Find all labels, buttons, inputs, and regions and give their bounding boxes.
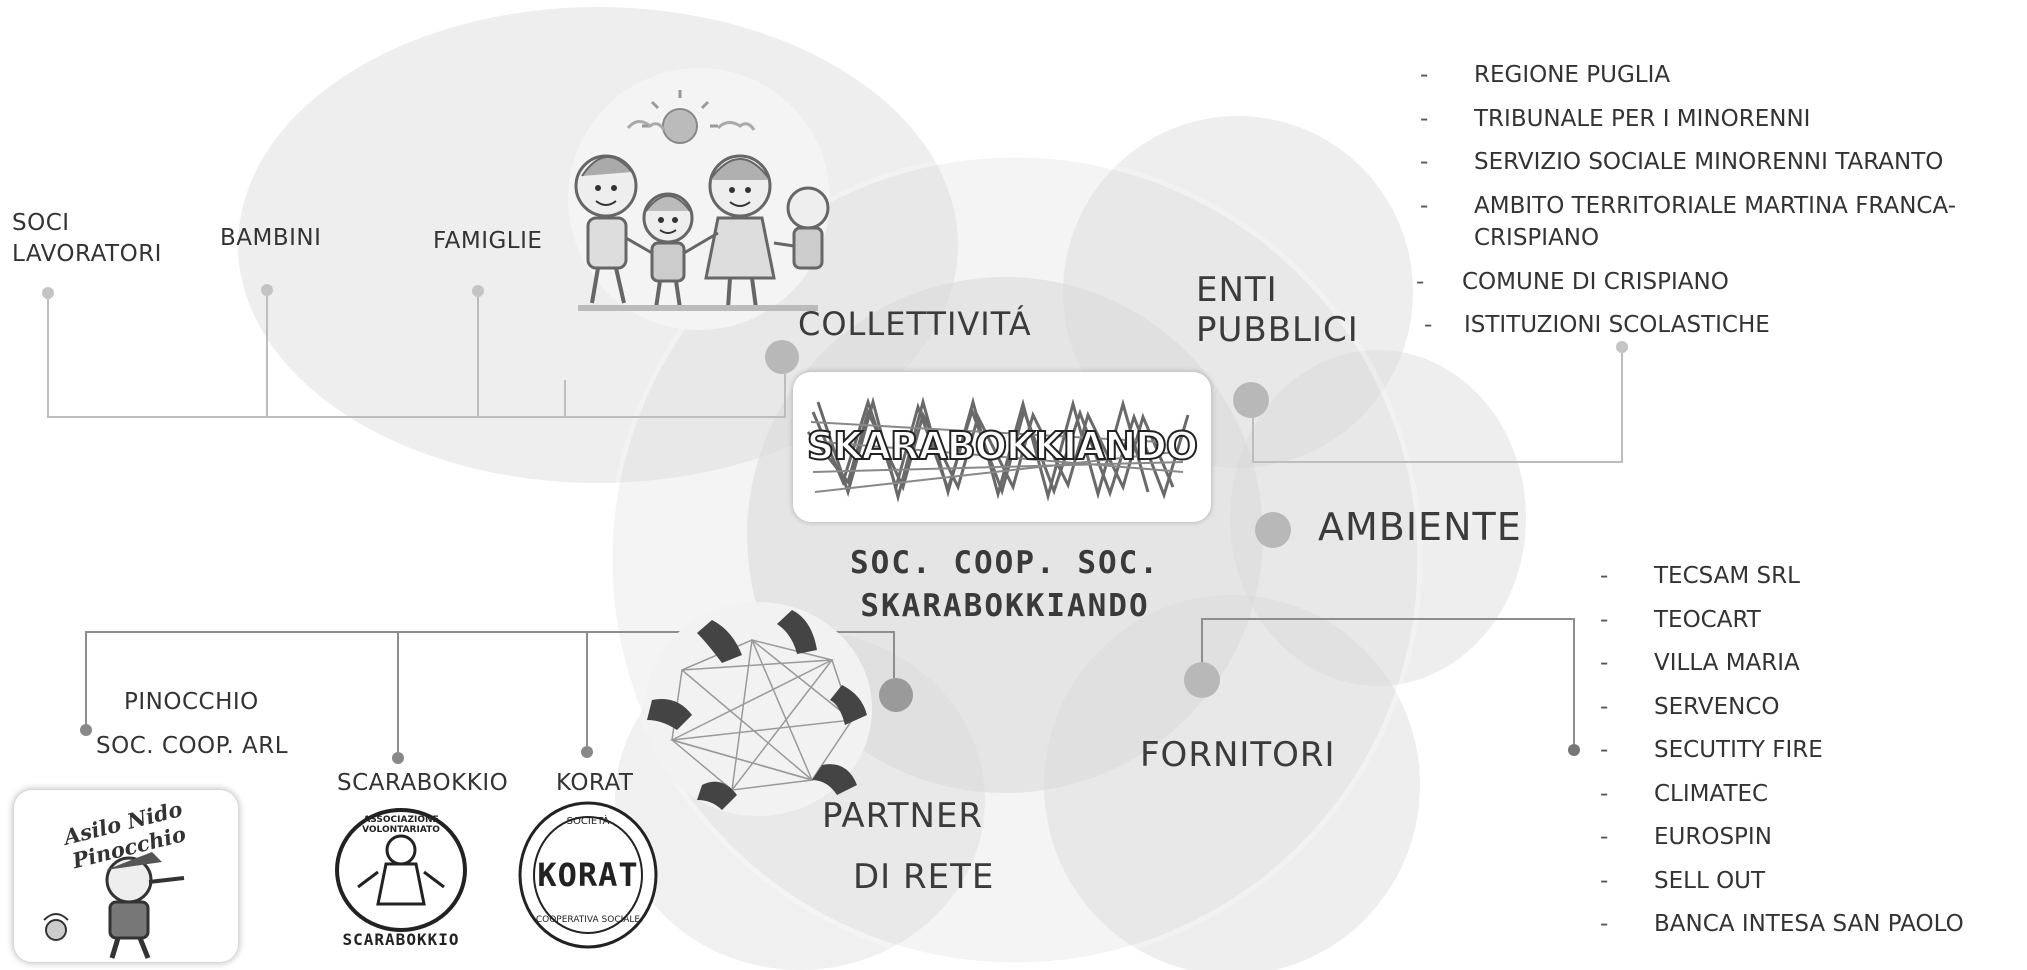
- dash: -: [1424, 312, 1433, 338]
- dash: -: [1600, 911, 1609, 937]
- dot-bambini: [261, 284, 273, 296]
- list-item-text-continued: CRISPIANO: [1474, 224, 1600, 251]
- list-item: - EUROSPIN: [1600, 824, 2020, 868]
- dash: -: [1600, 824, 1609, 850]
- list-item: - REGIONE PUGLIA: [1420, 62, 2020, 106]
- korat-logo-bottom: COOPERATIVA SOCIALE: [535, 915, 641, 925]
- logo-text: SKARABOKKIANDO: [806, 423, 1199, 469]
- label-korat: KORAT: [556, 770, 634, 796]
- korat-logo-top: SOCIETÀ: [566, 816, 610, 827]
- dash: -: [1420, 62, 1429, 88]
- dot-pinocchio: [80, 724, 92, 736]
- dash: -: [1420, 192, 1429, 219]
- list-item: - ISTITUZIONI SCOLASTICHE: [1420, 312, 2020, 356]
- center-title-line1: SOC. COOP. SOC.: [850, 545, 1160, 581]
- node-label-partner-1: PARTNER: [822, 796, 984, 836]
- children-family-icon: [568, 68, 830, 330]
- dot-scarabokkio: [392, 752, 404, 764]
- list-item: - AMBITO TERRITORIALE MARTINA FRANCA- CRIS…: [1420, 193, 2020, 269]
- list-item: - SELL OUT: [1600, 868, 2020, 912]
- ellipse-ambiente: [1230, 350, 1526, 686]
- list-item-text: COMUNE DI CRISPIANO: [1462, 268, 1729, 295]
- pinocchio-logo: Asilo Nido Pinocchio: [14, 790, 238, 962]
- label-bambini: BAMBINI: [220, 225, 322, 251]
- connector-collettivita: [47, 299, 786, 418]
- list-item-text: ISTITUZIONI SCOLASTICHE: [1464, 312, 1770, 338]
- list-item: - BANCA INTESA SAN PAOLO: [1600, 911, 2020, 955]
- dash: -: [1600, 780, 1609, 807]
- dot-enti-list: [1616, 341, 1628, 353]
- center-title-line2: SKARABOKKIANDO: [860, 588, 1150, 624]
- korat-logo: [518, 801, 658, 949]
- node-label-collettivita: COLLETTIVITÁ: [798, 305, 1032, 343]
- dot-soci: [42, 287, 54, 299]
- dash: -: [1600, 563, 1609, 589]
- label-soci-2: LAVORATORI: [12, 241, 162, 267]
- node-dot-ambiente: [1255, 512, 1291, 548]
- list-item-text: TEOCART: [1654, 606, 1761, 633]
- list-item-text: BANCA INTESA SAN PAOLO: [1654, 911, 1964, 937]
- node-label-enti-2: PUBBLICI: [1196, 310, 1359, 350]
- dot-famiglie: [472, 285, 484, 297]
- list-item: - TEOCART: [1600, 607, 2020, 651]
- scarabokkio-logo-top: ASSOCIAZIONE VOLONTARIATO: [362, 815, 440, 835]
- list-item: - SERVENCO: [1600, 694, 2020, 738]
- list-item-text: SECUTITY FIRE: [1654, 737, 1823, 763]
- connector-enti: [1252, 353, 1623, 463]
- list-item-text: SERVENCO: [1654, 693, 1780, 720]
- list-item: - VILLA MARIA: [1600, 650, 2020, 694]
- node-label-ambiente: AMBIENTE: [1318, 505, 1522, 549]
- list-item-text: AMBITO TERRITORIALE MARTINA FRANCA-: [1474, 192, 1957, 219]
- label-scarabokkio: SCARABOKKIO: [337, 770, 509, 796]
- enti-pubblici-list: - REGIONE PUGLIA - TRIBUNALE PER I MINOREN…: [1416, 62, 2020, 356]
- list-item: - TECSAM SRL: [1600, 563, 2020, 607]
- korat-logo-text: KORAT: [537, 856, 639, 894]
- dash: -: [1600, 867, 1609, 894]
- central-logo: SKARABOKKIANDO: [793, 372, 1211, 522]
- node-dot-partner: [879, 678, 913, 712]
- list-item-text: VILLA MARIA: [1654, 650, 1800, 676]
- node-dot-enti: [1233, 382, 1269, 418]
- hands-network-icon: [644, 602, 872, 816]
- scarabokkio-logo-bottom: SCARABOKKIO: [342, 930, 460, 949]
- node-dot-collettivita: [765, 340, 799, 374]
- node-label-enti-1: ENTI: [1196, 270, 1278, 310]
- label-soci-1: SOCI: [12, 210, 70, 236]
- list-item: - SECUTITY FIRE: [1600, 737, 2020, 781]
- label-pinocchio-1: PINOCCHIO: [124, 689, 259, 715]
- node-dot-fornitori: [1184, 662, 1220, 698]
- dot-fornitori-list: [1568, 744, 1580, 756]
- dash: -: [1600, 650, 1609, 676]
- list-item-text: TECSAM SRL: [1654, 563, 1800, 589]
- label-famiglie: FAMIGLIE: [433, 228, 543, 254]
- pinocchio-figure-icon: [43, 852, 185, 959]
- list-item: - CLIMATEC: [1600, 781, 2020, 825]
- node-label-fornitori: FORNITORI: [1140, 735, 1336, 775]
- list-item: - COMUNE DI CRISPIANO: [1416, 268, 2020, 313]
- dash: -: [1420, 105, 1429, 132]
- dot-korat: [581, 746, 593, 758]
- list-item-text: CLIMATEC: [1654, 780, 1769, 807]
- scarabokkio-logo: [335, 808, 467, 932]
- list-item-text: TRIBUNALE PER I MINORENNI: [1474, 105, 1811, 132]
- dash: -: [1600, 606, 1609, 633]
- list-item-text: EUROSPIN: [1654, 824, 1772, 850]
- dash: -: [1416, 268, 1425, 295]
- list-item: - SERVIZIO SOCIALE MINORENNI TARANTO: [1420, 149, 2020, 193]
- label-pinocchio-2: SOC. COOP. ARL: [96, 733, 289, 759]
- list-item: - TRIBUNALE PER I MINORENNI: [1420, 106, 2020, 150]
- dash: -: [1600, 693, 1609, 720]
- connector-partner: [85, 631, 895, 724]
- connector-fornitori: [1201, 618, 1575, 744]
- list-item-text: SERVIZIO SOCIALE MINORENNI TARANTO: [1474, 149, 1944, 175]
- dash: -: [1600, 737, 1609, 763]
- fornitori-list: - TECSAM SRL - TEOCART - VILLA MARIA - SERVE…: [1600, 563, 2020, 955]
- dash: -: [1420, 149, 1429, 175]
- list-item-text: REGIONE PUGLIA: [1474, 62, 1671, 88]
- list-item-text: SELL OUT: [1654, 867, 1766, 894]
- node-label-partner-2: DI RETE: [853, 857, 995, 897]
- scribble-background: [806, 396, 1190, 503]
